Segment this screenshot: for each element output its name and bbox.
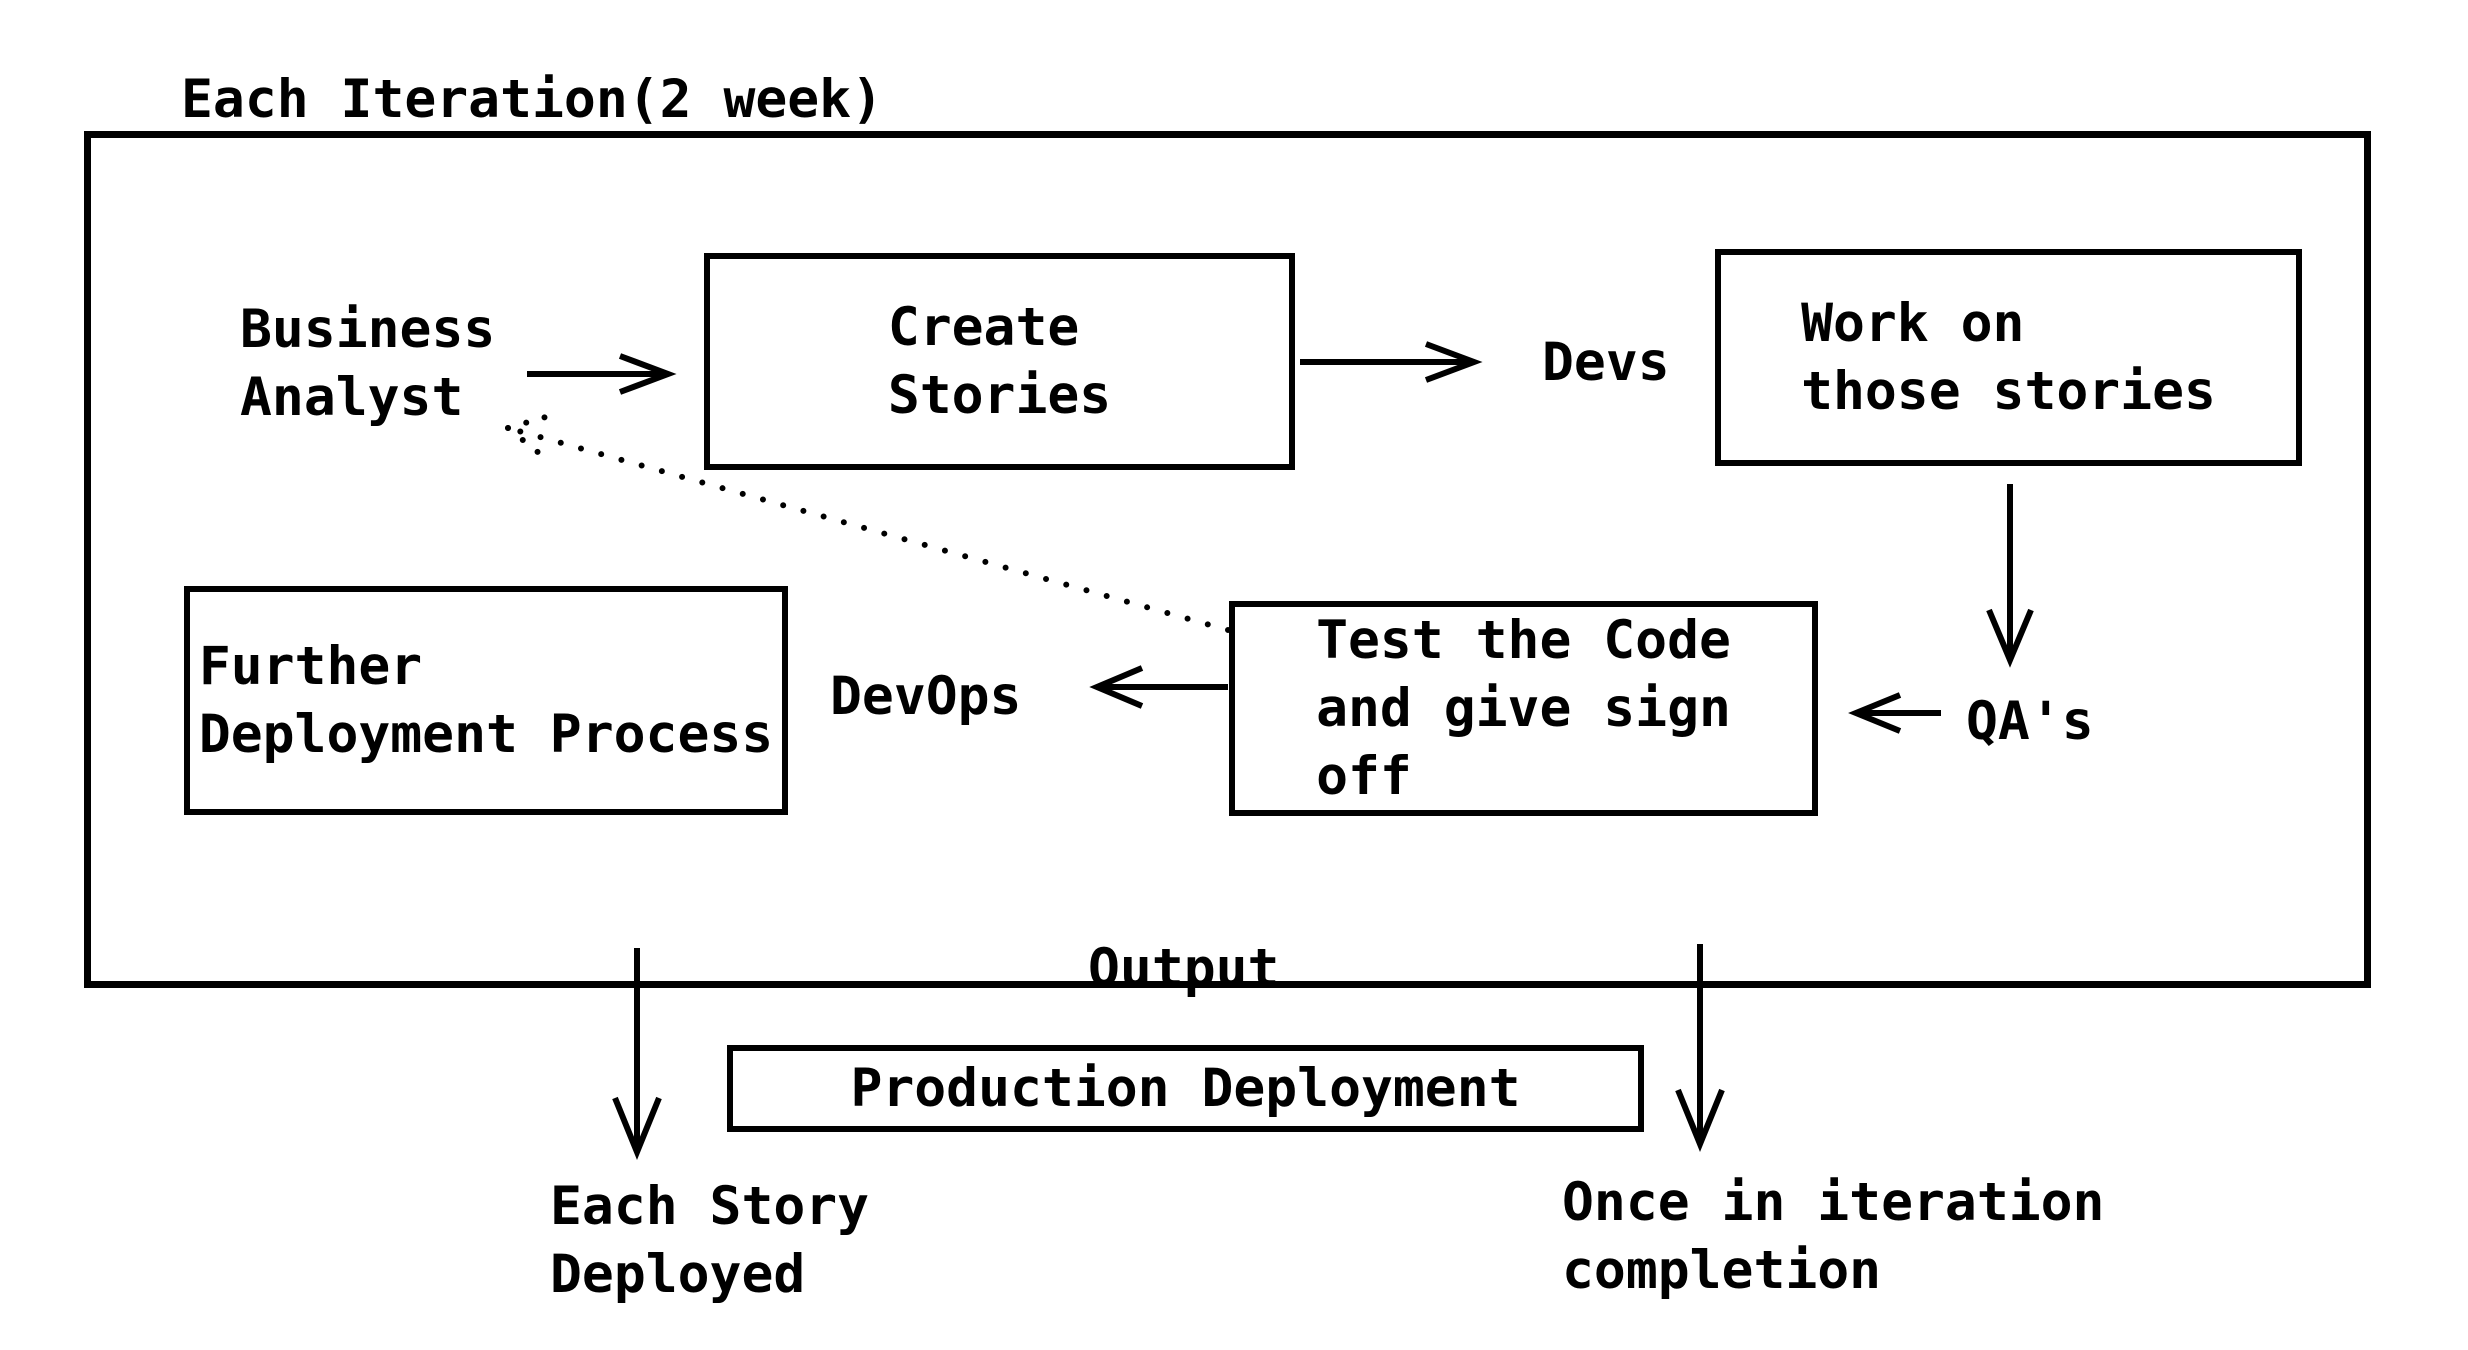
create-stories-box: Create Stories: [704, 253, 1295, 470]
devops-label: DevOps: [830, 666, 1022, 727]
qas-label: QA's: [1966, 691, 2094, 752]
business-analyst-label: Business Analyst: [240, 299, 496, 428]
production-deployment-box: Production Deployment: [727, 1045, 1644, 1132]
iteration-title: Each Iteration(2 week): [181, 69, 883, 130]
devs-label: Devs: [1542, 332, 1670, 393]
iteration-boundary-box: [84, 131, 2371, 988]
test-code-box: Test the Code and give sign off: [1229, 601, 1818, 816]
output-label: Output: [1088, 938, 1280, 999]
test-code-label: Test the Code and give sign off: [1316, 609, 1731, 807]
create-stories-label: Create Stories: [887, 296, 1112, 426]
each-story-deployed-label: Each Story Deployed: [550, 1176, 870, 1305]
work-on-stories-label: Work on those stories: [1801, 292, 2216, 422]
further-deployment-label: Further Deployment Process: [198, 635, 774, 765]
further-deployment-box: Further Deployment Process: [184, 586, 788, 815]
work-on-stories-box: Work on those stories: [1715, 249, 2302, 466]
production-deployment-label: Production Deployment: [850, 1057, 1521, 1119]
once-in-iteration-label: Once in iteration completion: [1562, 1172, 2105, 1301]
